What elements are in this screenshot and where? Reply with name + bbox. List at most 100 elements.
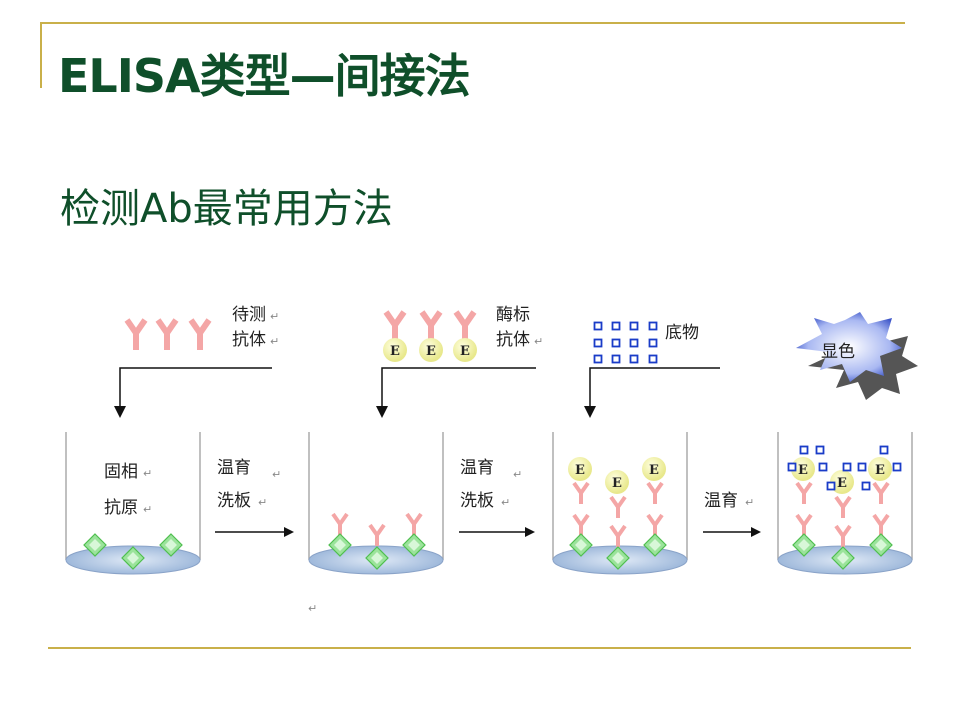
return-mark: ↵ xyxy=(143,503,152,516)
enzyme-letter: E xyxy=(575,463,585,478)
substrate-icon xyxy=(611,321,621,331)
substrate-icon xyxy=(611,354,621,364)
color-development-burst: 显色 xyxy=(796,312,918,400)
enzyme-letter: E xyxy=(612,476,622,491)
substrate-icon xyxy=(593,321,603,331)
bottom-rule xyxy=(48,647,911,649)
antibody-icon xyxy=(646,513,664,538)
step2-label-1: 酶标 xyxy=(496,305,530,325)
enzyme-icon xyxy=(383,338,407,362)
product-icon xyxy=(842,462,852,472)
arrowhead-icon xyxy=(284,527,294,537)
well1-label-1: 固相 xyxy=(104,462,138,482)
well-3: E E E xyxy=(552,431,688,575)
enzyme-letter: E xyxy=(837,476,847,491)
antibody-icon xyxy=(127,320,145,350)
antibody-icon xyxy=(191,320,209,350)
antibody-icon xyxy=(158,320,176,350)
enzyme-letter: E xyxy=(798,463,808,478)
enzyme-icon xyxy=(453,338,477,362)
return-mark: ↵ xyxy=(272,468,281,481)
return-mark: ↵ xyxy=(270,335,279,348)
product-icon xyxy=(787,462,797,472)
antibody-icon xyxy=(368,523,386,548)
substrate-icon xyxy=(629,321,639,331)
return-mark: ↵ xyxy=(258,496,267,509)
process-arrow-2: 温育 ↵ 洗板 ↵ xyxy=(459,458,535,537)
substrate-icon xyxy=(629,354,639,364)
antibody-icon xyxy=(872,481,890,506)
return-mark: ↵ xyxy=(534,335,543,348)
enzyme-letter: E xyxy=(649,463,659,478)
antibody-icon xyxy=(609,495,627,520)
product-icon xyxy=(815,445,825,455)
arrow3-label: 温育 xyxy=(704,491,738,511)
top-rule xyxy=(40,22,905,24)
antibody-icon xyxy=(795,513,813,538)
burst-icon xyxy=(796,312,902,382)
arrow1-label-2: 洗板 xyxy=(217,491,251,511)
arrow2-label-2: 洗板 xyxy=(460,491,494,511)
product-icon xyxy=(861,481,871,491)
step1-label-1: 待测 xyxy=(232,305,266,325)
return-mark: ↵ xyxy=(501,496,510,509)
return-mark: ↵ xyxy=(143,467,152,480)
substrate-icon xyxy=(648,321,658,331)
antibody-icon xyxy=(872,513,890,538)
return-mark: ↵ xyxy=(513,468,522,481)
antibody-icon xyxy=(405,512,423,537)
step4-label: 显色 xyxy=(821,342,855,362)
return-mark: ↵ xyxy=(270,310,279,323)
slide-title: ELISA类型—间接法 xyxy=(58,49,471,103)
step2-label-2: 抗体 xyxy=(496,330,530,350)
antibody-icon xyxy=(646,481,664,506)
arrow1-label-1: 温育 xyxy=(217,458,251,478)
antibody-icon xyxy=(386,312,404,342)
arrowhead-icon xyxy=(376,406,388,418)
antibody-icon xyxy=(834,495,852,520)
antibody-icon xyxy=(572,481,590,506)
well-2 xyxy=(308,431,444,575)
well1-label-2: 抗原 xyxy=(104,498,138,518)
antibody-icon xyxy=(422,312,440,342)
return-mark: ↵ xyxy=(308,602,317,615)
step3-label: 底物 xyxy=(665,323,699,343)
well-1: 固相 ↵ 抗原 ↵ xyxy=(65,431,201,575)
substrate-icon xyxy=(648,338,658,348)
stack-right: E xyxy=(868,457,893,557)
enzyme-letter: E xyxy=(875,463,885,478)
antibody-icon xyxy=(834,524,852,549)
stack-middle: E xyxy=(830,470,855,570)
down-arrow-2 xyxy=(381,367,536,410)
substrate-icon xyxy=(611,338,621,348)
down-arrows xyxy=(119,367,720,410)
enzyme-letter: E xyxy=(426,344,436,359)
enzyme-icon xyxy=(568,457,592,481)
product-icon xyxy=(799,445,809,455)
substrate-grid xyxy=(593,321,658,364)
arrowhead-icon xyxy=(751,527,761,537)
substrate-icon xyxy=(593,354,603,364)
enzyme-icon xyxy=(605,470,629,494)
stack-left: E xyxy=(791,457,816,557)
well-4: E E E xyxy=(777,431,913,575)
return-mark: ↵ xyxy=(745,496,754,509)
enzyme-letter: E xyxy=(460,344,470,359)
enzyme-letter: E xyxy=(390,344,400,359)
enzyme-icon xyxy=(419,338,443,362)
arrowhead-icon xyxy=(584,406,596,418)
down-arrow-3 xyxy=(589,367,720,410)
enzyme-icon xyxy=(830,470,854,494)
enzyme-labeled-antibodies: E E E xyxy=(383,312,477,362)
stack-left: E xyxy=(568,457,593,557)
slide-subtitle: 检测Ab最常用方法 xyxy=(60,186,393,232)
enzyme-icon xyxy=(868,457,892,481)
substrate-icon xyxy=(593,338,603,348)
arrow2-label-1: 温育 xyxy=(460,458,494,478)
product-icon xyxy=(879,445,889,455)
stack-right: E xyxy=(642,457,667,557)
arrowhead-icon xyxy=(525,527,535,537)
antibody-icon xyxy=(456,312,474,342)
antibody-icon xyxy=(609,524,627,549)
antibody-icon xyxy=(572,513,590,538)
